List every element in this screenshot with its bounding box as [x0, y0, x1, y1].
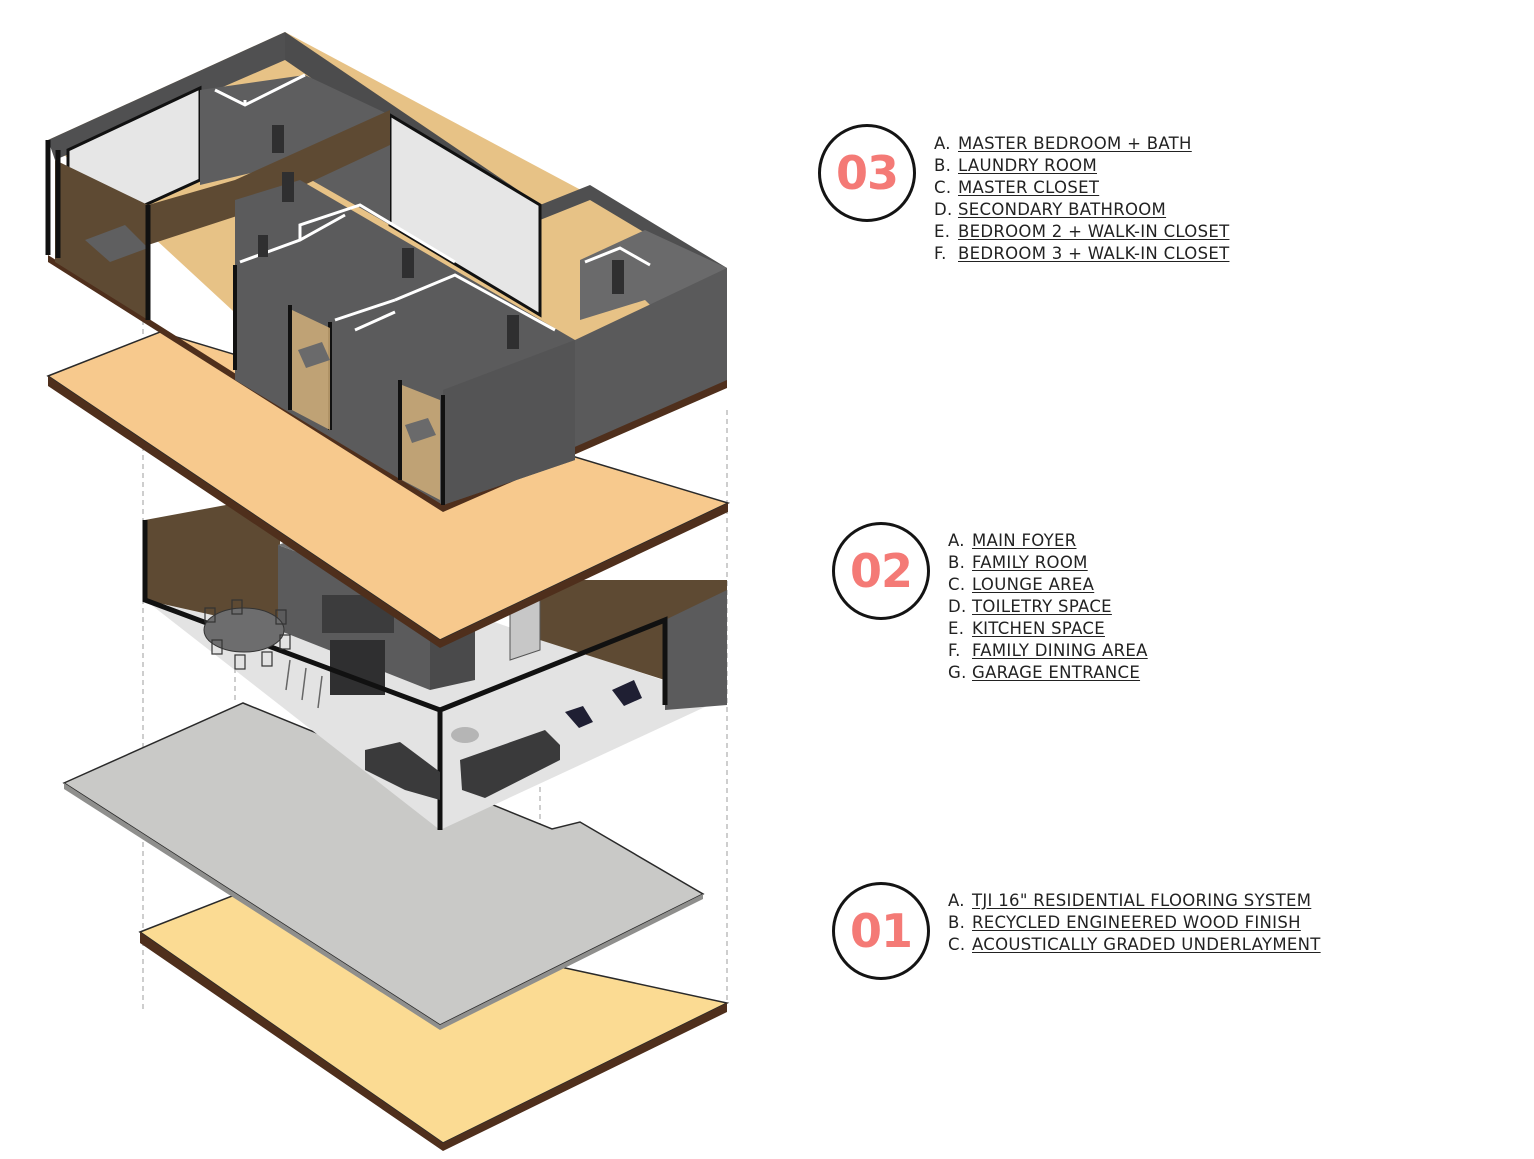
sofa-left: [365, 742, 440, 800]
list-item: C.LOUNGE AREA: [948, 575, 1095, 594]
bedroom-2-interior: [292, 310, 330, 430]
level-02-wood-slab: [46, 331, 731, 648]
sofa-right: [460, 730, 560, 798]
list-item: E.BEDROOM 2 + WALK-IN CLOSET: [934, 222, 1230, 241]
door: [507, 315, 519, 349]
back-wall-left-segment: [48, 32, 285, 160]
level-03-room-list: A.MASTER BEDROOM + BATH B.LAUNDRY ROOM C…: [934, 133, 1229, 265]
door: [272, 125, 284, 153]
bed-3: [405, 418, 436, 443]
garage-wall: [665, 590, 727, 710]
door: [612, 260, 624, 294]
list-item: A.TJI 16" RESIDENTIAL FLOORING SYSTEM: [948, 891, 1312, 910]
level-badge-02: 02: [832, 522, 930, 620]
list-item: C.ACOUSTICALLY GRADED UNDERLAYMENT: [948, 935, 1321, 954]
list-item: B.RECYCLED ENGINEERED WOOD FINISH: [948, 913, 1301, 932]
level-badge-03: 03: [818, 124, 916, 222]
list-item: C.MASTER CLOSET: [934, 178, 1100, 197]
level-badge-01: 01: [832, 882, 930, 980]
list-item: F.FAMILY DINING AREA: [948, 641, 1148, 660]
central-wood-wall: [148, 110, 390, 245]
level-01-concrete-floor: [62, 702, 705, 1030]
level-02-back-wall-left: [145, 495, 280, 630]
master-bed: [85, 225, 148, 262]
list-item: D.TOILETRY SPACE: [948, 597, 1112, 616]
level-01-slab-edge-left: [140, 932, 443, 1151]
list-item: E.KITCHEN SPACE: [948, 619, 1105, 638]
door: [258, 235, 268, 257]
list-item: D.SECONDARY BATHROOM: [934, 200, 1167, 219]
level-02-room-list: A.MAIN FOYER B.FAMILY ROOM C.LOUNGE AREA…: [948, 530, 1148, 684]
list-item: A.MAIN FOYER: [948, 531, 1077, 550]
level-03-upper-floor: [45, 32, 727, 512]
list-item: B.LAUNDRY ROOM: [934, 156, 1097, 175]
level-number: 03: [835, 146, 899, 200]
level-01-material-list: A.TJI 16" RESIDENTIAL FLOORING SYSTEM B.…: [948, 890, 1321, 956]
lounge-chair-2: [612, 680, 642, 706]
lounge-chair-1: [565, 706, 593, 728]
bed-2: [298, 342, 330, 368]
front-wall-left: [443, 340, 575, 505]
bedroom-3-interior: [402, 385, 440, 500]
door: [402, 248, 414, 278]
level-01-slab-edge-right: [443, 1003, 727, 1151]
list-item: F.BEDROOM 3 + WALK-IN CLOSET: [934, 244, 1230, 263]
laundry-closet-block: [200, 75, 390, 225]
list-item: B.FAMILY ROOM: [948, 553, 1088, 572]
coffee-table: [451, 727, 479, 743]
list-item: A.MASTER BEDROOM + BATH: [934, 134, 1192, 153]
list-item: G.GARAGE ENTRANCE: [948, 663, 1141, 682]
level-number: 02: [849, 544, 913, 598]
level-number: 01: [849, 904, 913, 958]
door: [282, 172, 294, 202]
dining-table: [203, 607, 285, 653]
